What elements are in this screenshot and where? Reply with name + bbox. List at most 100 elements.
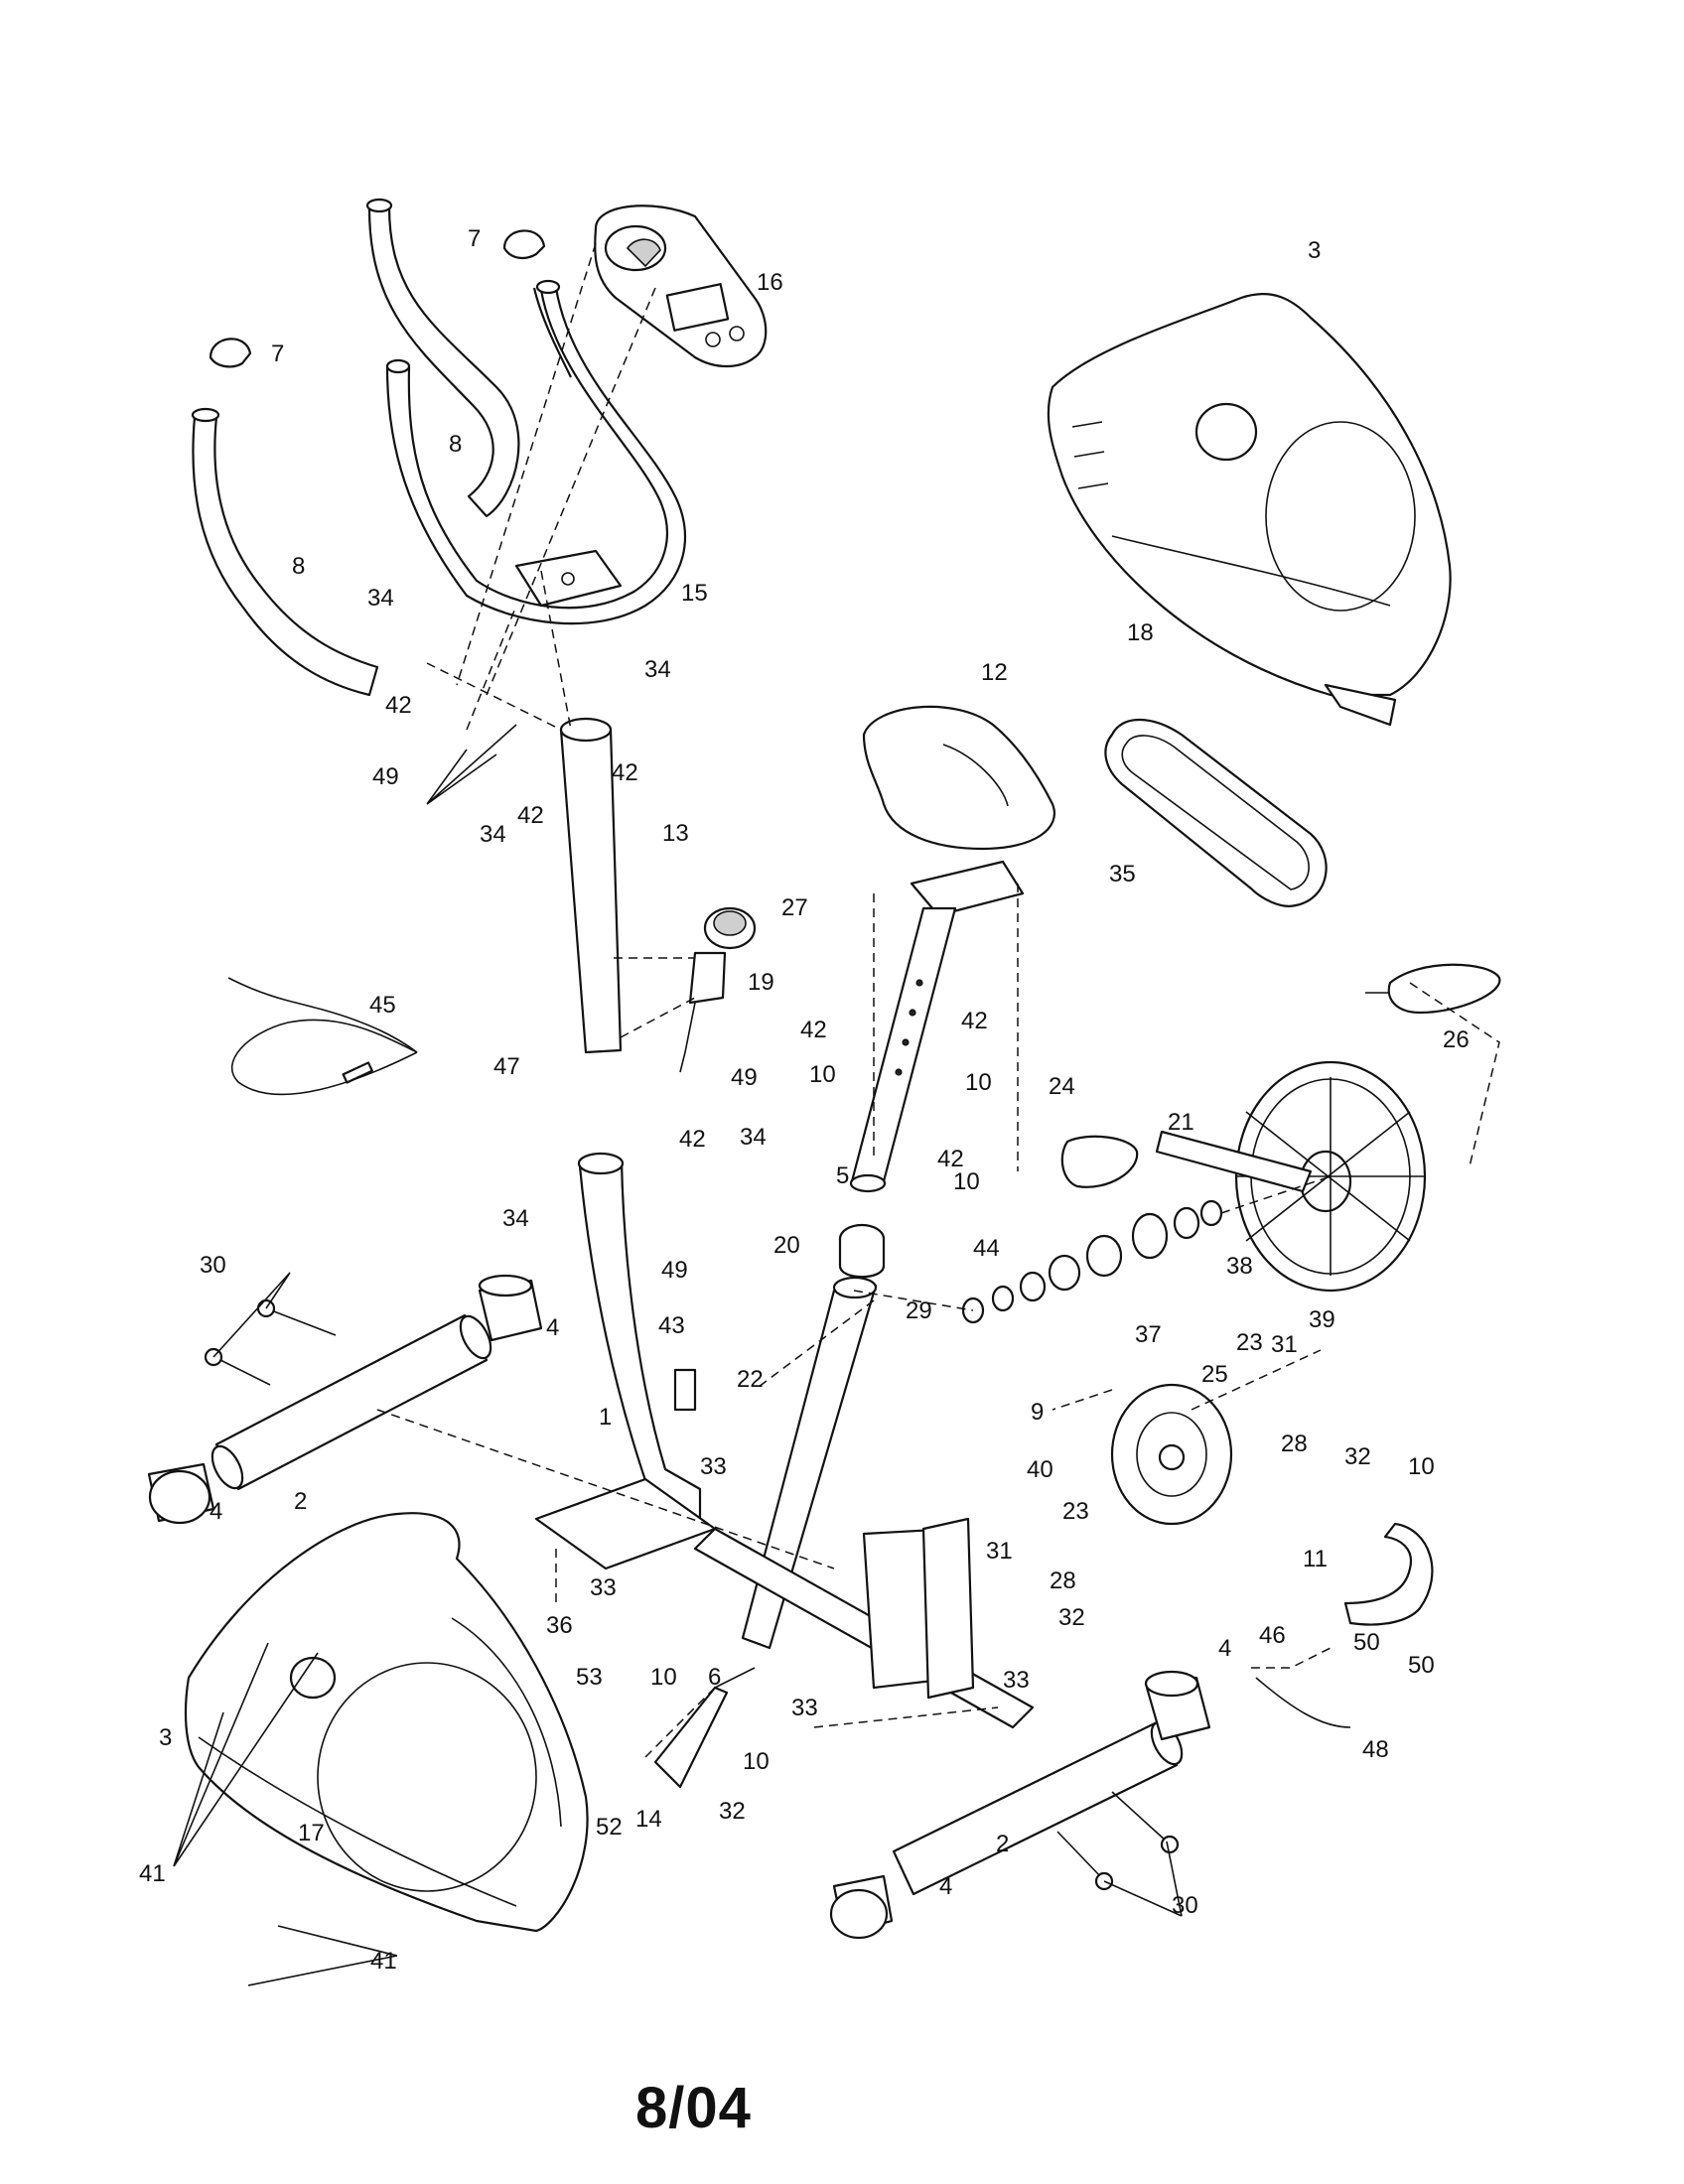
callout-label: 49	[372, 763, 399, 790]
callout-label: 2	[294, 1488, 307, 1515]
idler-bracket	[653, 1667, 756, 1789]
callout-label: 37	[1135, 1321, 1162, 1348]
callout-label: 15	[681, 580, 708, 607]
callout-label: 42	[679, 1126, 706, 1153]
callout-label: 42	[517, 802, 544, 829]
upper-handlebar-left	[191, 407, 379, 697]
callout-label: 41	[139, 1860, 166, 1887]
callout-label: 41	[370, 1948, 397, 1975]
callout-label: 32	[719, 1798, 746, 1825]
callout-label: 12	[981, 659, 1008, 686]
callout-label: 33	[1003, 1667, 1030, 1694]
callout-label: 10	[809, 1061, 836, 1088]
callout-label: 40	[1027, 1456, 1053, 1483]
callout-label: 32	[1344, 1443, 1371, 1470]
callout-label: 34	[644, 656, 671, 683]
magnet-brake	[1343, 1522, 1434, 1626]
bolt-30-rear	[1056, 1791, 1180, 1891]
bearing-stack	[961, 1199, 1223, 1324]
handlebar-cap-left	[209, 338, 252, 368]
callout-label: 39	[1309, 1306, 1335, 1333]
left-shroud	[184, 1512, 589, 1933]
handlebar-cap-top	[502, 229, 546, 260]
callout-label: 48	[1362, 1736, 1389, 1763]
end-cap-front-left	[147, 1462, 215, 1525]
callout-label: 50	[1408, 1652, 1435, 1679]
callout-label: 24	[1049, 1073, 1075, 1100]
callout-label: 36	[546, 1612, 573, 1639]
callout-label: 4	[210, 1498, 222, 1525]
callout-label: 5	[836, 1162, 849, 1189]
callout-label: 6	[708, 1664, 721, 1691]
callout-label: 3	[1308, 237, 1321, 264]
callout-label: 33	[791, 1695, 818, 1721]
console	[594, 205, 768, 367]
callout-label: 46	[1259, 1622, 1286, 1649]
callout-label: 11	[1303, 1546, 1328, 1572]
callout-label: 10	[650, 1664, 677, 1691]
callout-label: 23	[1062, 1498, 1089, 1525]
callout-label: 50	[1353, 1629, 1380, 1656]
rear-shroud	[1047, 293, 1452, 727]
lower-handlebar-frame	[385, 279, 687, 625]
callout-label: 49	[731, 1064, 758, 1091]
callout-label: 29	[906, 1297, 932, 1324]
callout-label: 33	[590, 1574, 617, 1601]
callout-label: 27	[781, 894, 808, 921]
callout-label: 28	[1281, 1431, 1308, 1457]
callout-label: 10	[953, 1168, 980, 1195]
seat	[862, 705, 1055, 917]
callout-label: 22	[737, 1366, 764, 1393]
console-bracket	[514, 549, 623, 608]
callout-label: 42	[612, 759, 638, 786]
callout-label: 7	[468, 225, 481, 252]
callout-label: 42	[385, 692, 412, 719]
callout-label: 10	[1408, 1453, 1435, 1480]
bolt-30-front	[204, 1298, 337, 1386]
callout-label: 7	[271, 341, 284, 367]
callout-label: 3	[159, 1724, 172, 1751]
seat-post-knob	[838, 1223, 886, 1279]
drive-belt	[1104, 718, 1328, 907]
callout-label: 2	[996, 1831, 1009, 1857]
callout-label: 44	[973, 1235, 1000, 1262]
date-code: 8/04	[635, 2076, 752, 2140]
callout-label: 10	[743, 1748, 770, 1775]
callout-label: 14	[635, 1806, 662, 1833]
end-cap-front-right	[478, 1274, 543, 1342]
callout-label: 10	[965, 1069, 992, 1096]
callout-label: 20	[773, 1232, 800, 1259]
callout-label: 43	[658, 1312, 685, 1339]
callout-label: 4	[1218, 1635, 1231, 1662]
assembly-lines	[173, 242, 1500, 1986]
callout-label: 19	[748, 969, 774, 996]
tension-knob	[703, 906, 757, 950]
front-stabilizer	[210, 1313, 492, 1491]
flywheel	[1110, 1383, 1233, 1526]
callout-label: 9	[1031, 1399, 1044, 1426]
callout-label: 42	[937, 1146, 964, 1172]
callout-label: 17	[298, 1820, 325, 1846]
callout-label: 25	[1201, 1361, 1228, 1388]
callout-label: 30	[200, 1252, 226, 1279]
callout-label: 8	[449, 431, 462, 458]
main-frame	[534, 1152, 1035, 1729]
callout-label: 1	[599, 1404, 612, 1431]
seat-post	[849, 906, 957, 1193]
sensor-wire	[227, 977, 418, 1096]
end-cap-rear-right	[1144, 1670, 1211, 1741]
callout-label: 4	[546, 1314, 559, 1341]
callout-label: 53	[576, 1664, 603, 1691]
callout-label: 34	[740, 1124, 767, 1151]
callout-label: 4	[939, 1873, 952, 1900]
callout-label: 31	[986, 1538, 1013, 1565]
callout-label: 42	[961, 1008, 988, 1034]
callout-label: 8	[292, 553, 305, 580]
callout-labels: 1 2 2 3 3 4 4 4 4 5 6 7 7 8 8 9 10 10 10…	[139, 225, 1470, 1975]
callout-label: 34	[367, 585, 394, 612]
callout-label: 47	[493, 1053, 520, 1080]
callout-label: 38	[1226, 1253, 1253, 1280]
callout-label: 49	[661, 1257, 688, 1284]
pedal-left	[1060, 1135, 1139, 1188]
